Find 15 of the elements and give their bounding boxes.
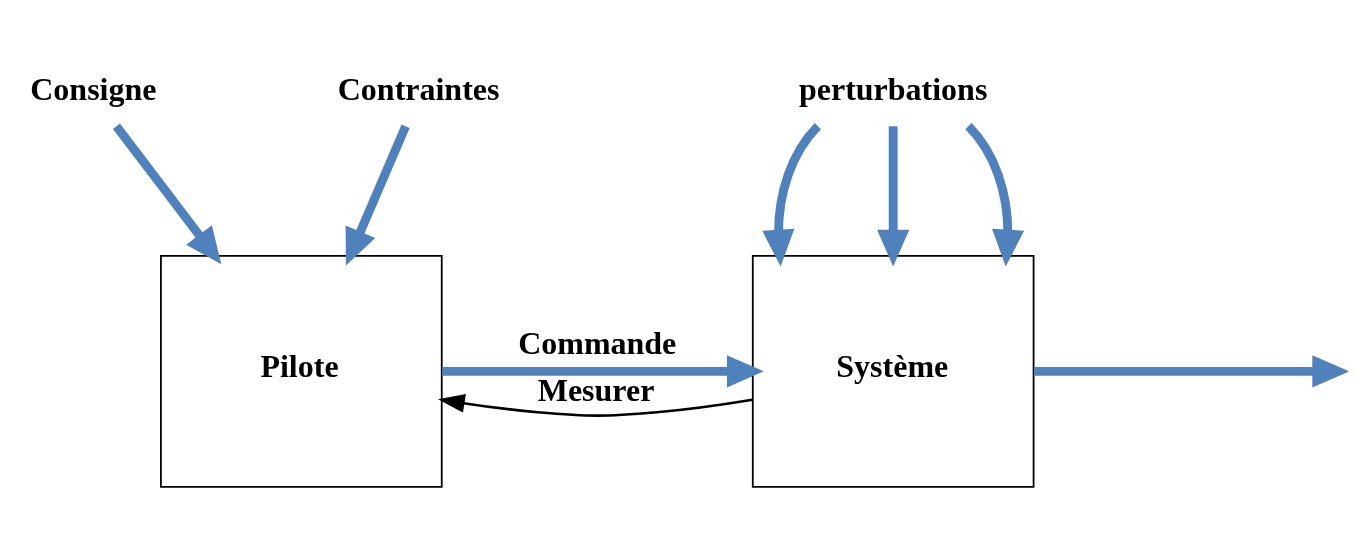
node-text: Contraintes: [337, 71, 500, 108]
node-text: Consigne: [30, 71, 157, 108]
arrow: [877, 126, 910, 267]
edge-label: Commande: [518, 325, 677, 362]
node-text: perturbations: [798, 71, 988, 108]
arrow: [438, 394, 753, 417]
node-box: Pilote: [160, 254, 443, 488]
arrow: [965, 123, 1025, 267]
node-box: Système: [751, 254, 1035, 488]
edge-label: Mesurer: [537, 371, 655, 408]
arrow: [442, 355, 764, 388]
arrow: [345, 124, 410, 266]
arrow: [762, 123, 822, 267]
arrow: [112, 123, 222, 265]
arrow: [1034, 355, 1348, 388]
